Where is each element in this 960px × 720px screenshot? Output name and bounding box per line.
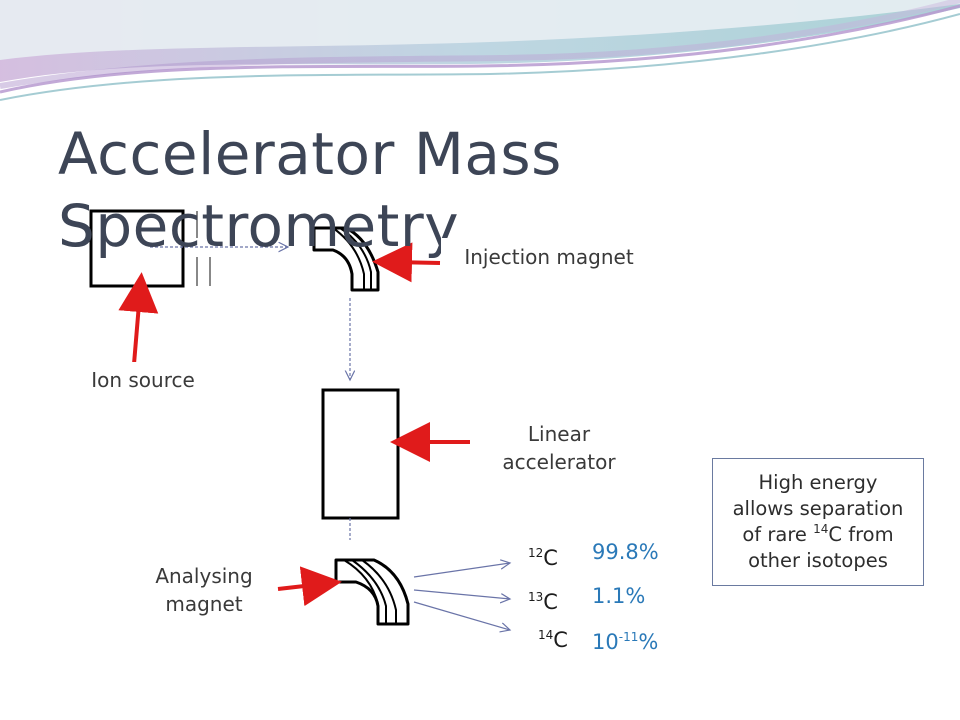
beam-14c bbox=[413, 601, 510, 630]
isotope-13c: 13C bbox=[528, 590, 558, 614]
percent-14c-unit: % bbox=[638, 630, 659, 654]
note-line-2: allows separation bbox=[732, 497, 904, 520]
isotope-14c: 14C bbox=[538, 628, 568, 652]
note-box: High energy allows separation of rare 14… bbox=[712, 458, 924, 586]
analysing-magnet-text-1: Analysing bbox=[155, 564, 253, 588]
note-line-3-sup: 14 bbox=[813, 522, 829, 536]
percent-13c: 1.1% bbox=[592, 584, 646, 608]
page-title: Accelerator Mass Spectrometry bbox=[58, 120, 562, 260]
injection-magnet-label: Injection magnet bbox=[441, 238, 657, 276]
analysing-magnet-text-2: magnet bbox=[165, 592, 243, 616]
magnet-icon bbox=[293, 210, 381, 306]
note-line-3-post: C from bbox=[828, 523, 894, 546]
red-arrow-icon bbox=[277, 566, 342, 607]
isotope-12c: 12C bbox=[528, 546, 558, 570]
percent-12c: 99.8% bbox=[592, 540, 659, 564]
note-line-4: other isotopes bbox=[748, 549, 888, 572]
magnet-icon bbox=[330, 540, 418, 638]
percent-14c-base: 10 bbox=[592, 630, 619, 654]
isotope-12c-symbol: C bbox=[543, 546, 558, 570]
note-line-3-pre: of rare bbox=[742, 523, 814, 546]
isotope-12c-mass: 12 bbox=[528, 546, 544, 560]
isotope-14c-symbol: C bbox=[553, 628, 568, 652]
ion-source-text: Ion source bbox=[91, 368, 195, 392]
isotope-13c-mass: 13 bbox=[528, 590, 544, 604]
linear-accelerator-text-1: Linear bbox=[527, 422, 591, 446]
ion-source-label: Ion source bbox=[70, 362, 216, 398]
linear-accelerator-text-2: accelerator bbox=[502, 450, 616, 474]
note-line-3: of rare 14C from bbox=[733, 522, 904, 548]
beam-13c bbox=[413, 589, 510, 599]
red-arrow-icon bbox=[118, 272, 159, 365]
isotope-13c-symbol: C bbox=[543, 590, 558, 614]
slits bbox=[196, 211, 211, 286]
isotope-14c-mass: 14 bbox=[538, 628, 554, 642]
percent-14c: 10-11% bbox=[592, 630, 658, 654]
red-arrow-icon bbox=[372, 242, 441, 283]
percent-14c-exp: -11 bbox=[618, 630, 639, 644]
beam-12c bbox=[413, 563, 510, 578]
injection-magnet-text: Injection magnet bbox=[464, 245, 634, 269]
linear-accelerator-box bbox=[321, 388, 400, 520]
note-line-1: High energy bbox=[758, 471, 878, 494]
linear-accelerator-label: Linear accelerator bbox=[482, 416, 636, 480]
curved-wave-banner bbox=[0, 0, 960, 101]
analysing-magnet-label: Analysing magnet bbox=[134, 556, 274, 624]
